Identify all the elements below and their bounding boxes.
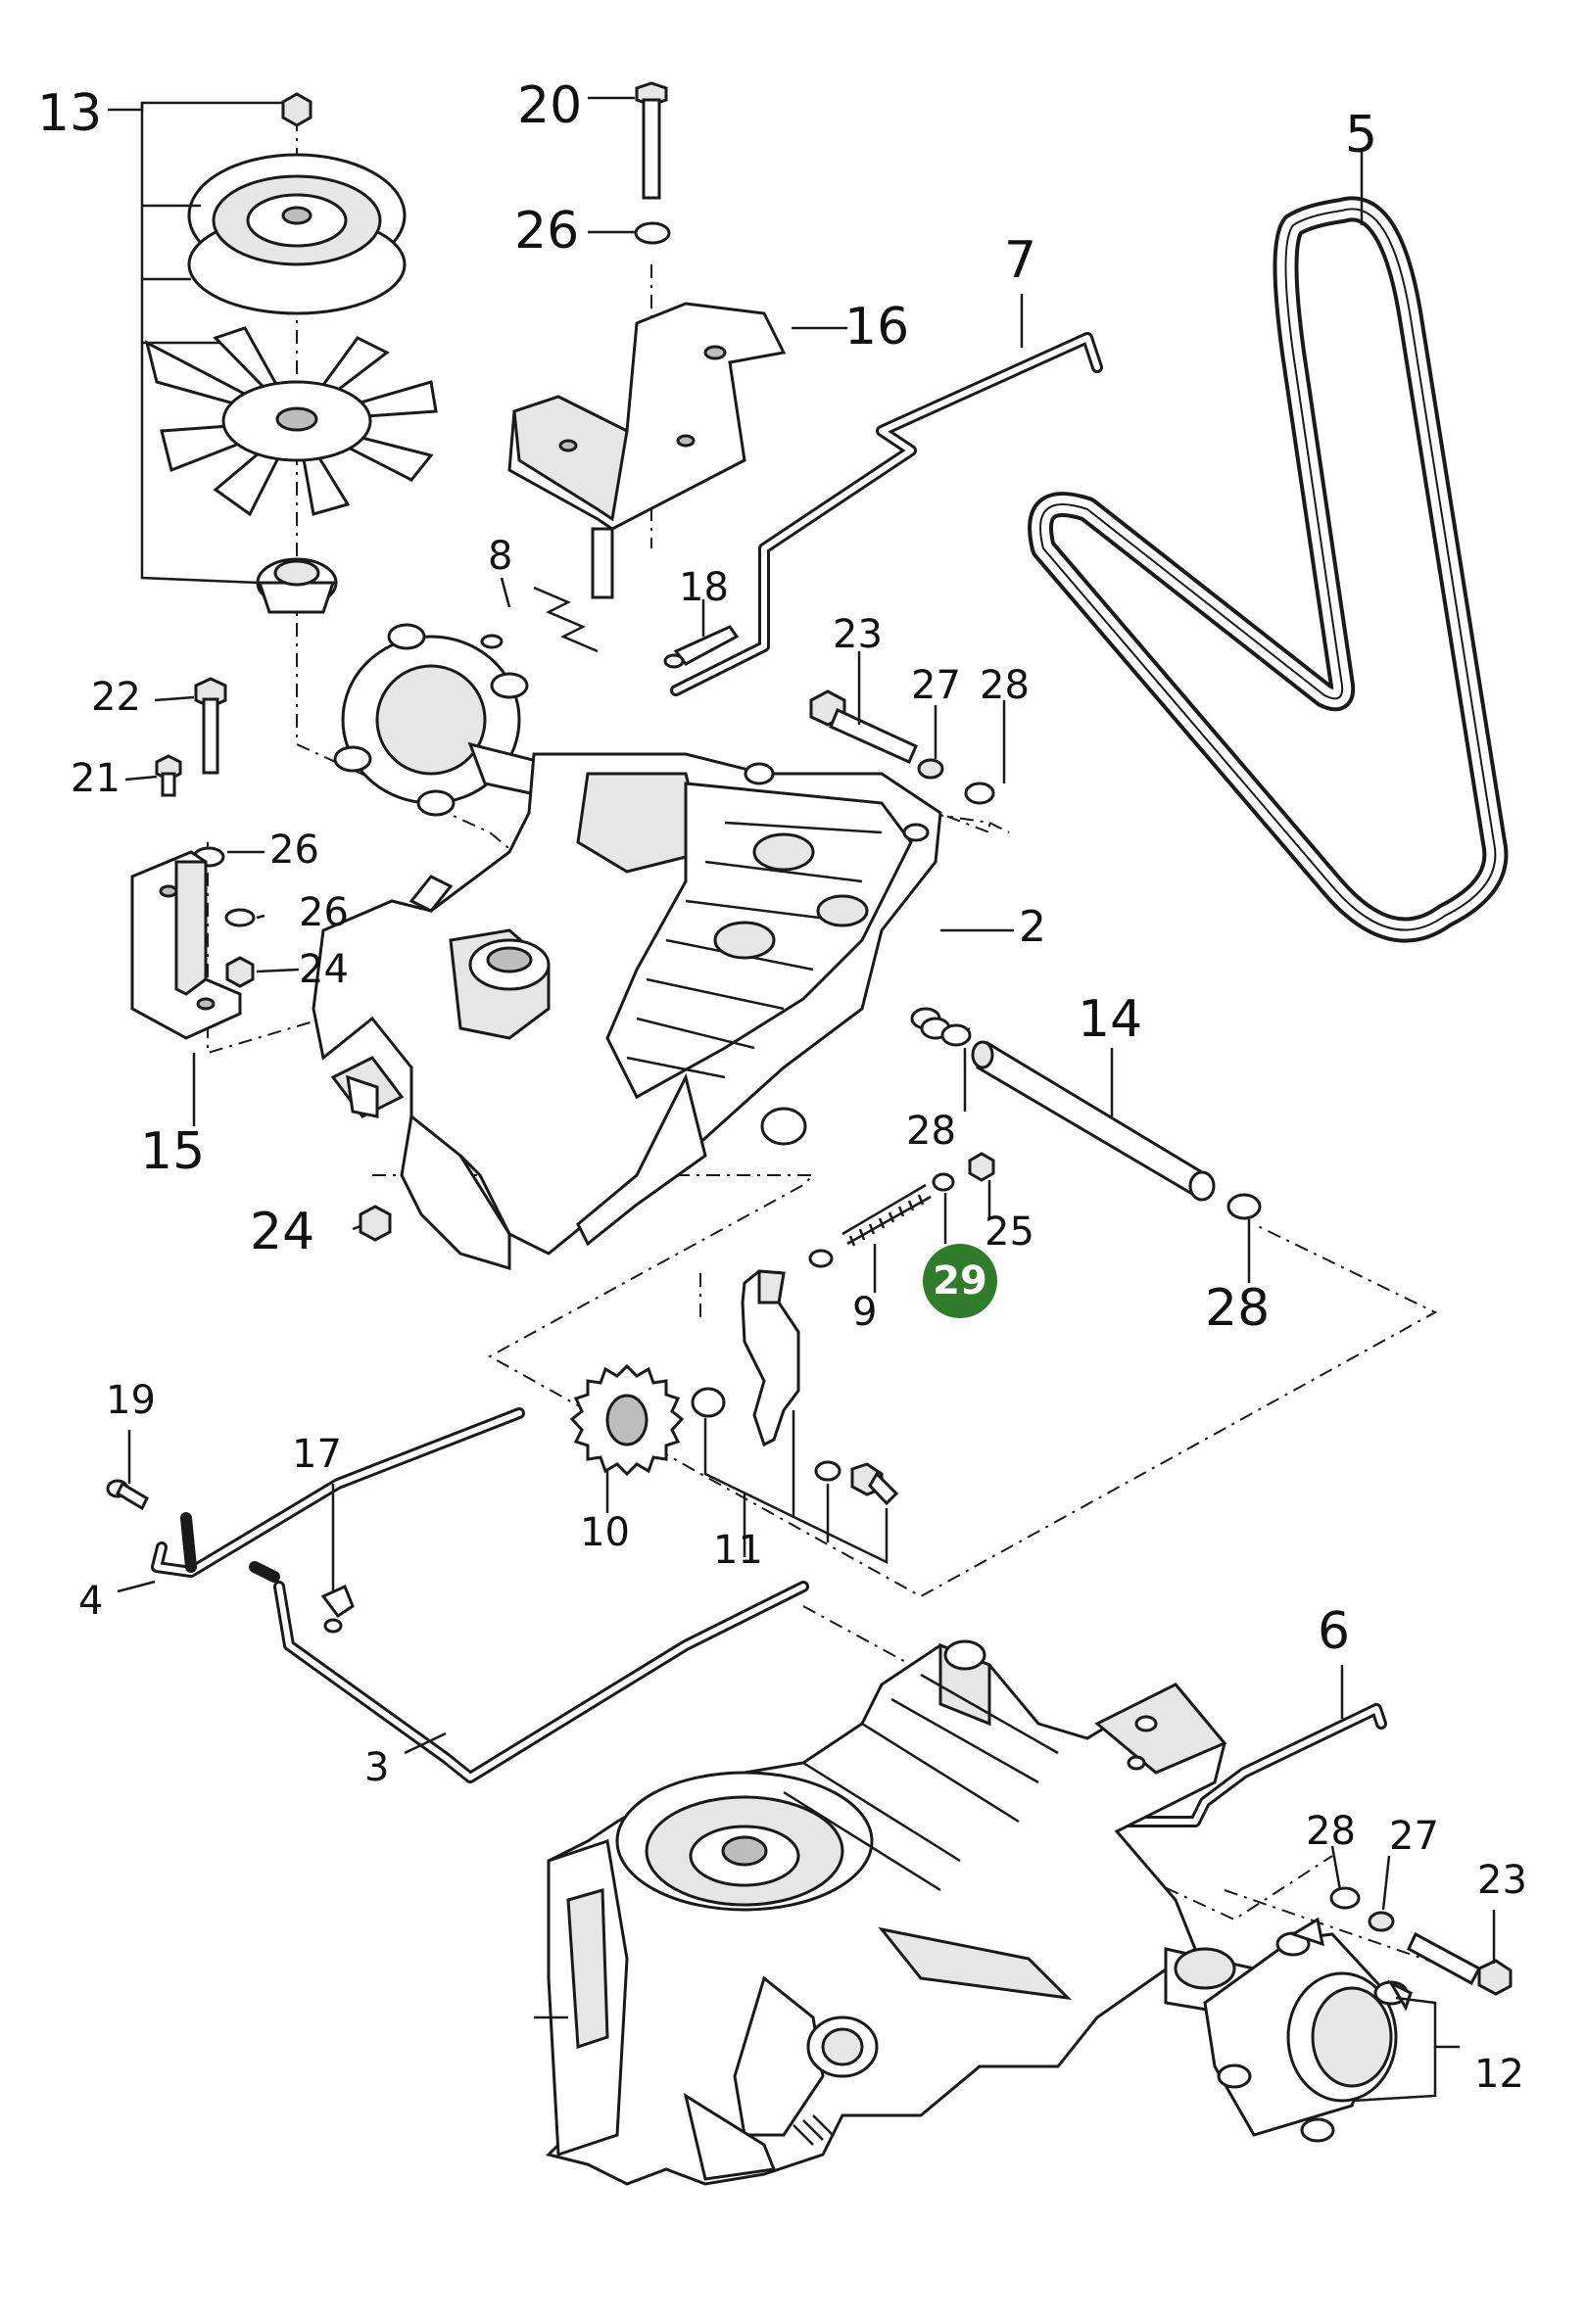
washer-part-28-lower <box>1329 1886 1361 1910</box>
callout-18: 18 <box>679 565 729 610</box>
clip-part-17 <box>320 1584 355 1634</box>
callout-25: 25 <box>985 1209 1034 1255</box>
callout-23-lower: 23 <box>1477 1858 1527 1903</box>
callout-23-top: 23 <box>833 612 883 657</box>
callout-6: 6 <box>1318 1602 1351 1661</box>
nut-part-24-upper <box>225 956 255 988</box>
bolt-part-23-lower <box>1407 1931 1513 1996</box>
wheel-hub-part-12 <box>1203 1917 1413 2143</box>
transaxle-lower <box>546 1639 1256 2186</box>
callout-22: 22 <box>91 675 141 720</box>
callout-26-left-a: 26 <box>269 828 319 873</box>
callout-5: 5 <box>1345 106 1378 165</box>
callout-7: 7 <box>1004 231 1037 290</box>
washer-part-28-shaft-outer <box>1226 1193 1262 1220</box>
washer-part-29 <box>932 1172 955 1192</box>
washer-part-27-upper <box>917 758 944 780</box>
callout-28-top: 28 <box>980 663 1030 708</box>
arm-assembly-part-11 <box>691 1269 899 1506</box>
callout-2: 2 <box>1019 902 1046 952</box>
bolt-part-23-upper <box>809 689 918 764</box>
callout-8: 8 <box>488 534 513 579</box>
control-rod-part-7 <box>670 332 1103 696</box>
callout-24-upper: 24 <box>299 947 349 992</box>
callout-leader-lines <box>108 96 1496 2103</box>
washer-part-27-lower <box>1368 1911 1395 1932</box>
spring-part-8 <box>480 586 599 653</box>
bracket-part-16 <box>507 302 787 599</box>
callout-3: 3 <box>364 1745 390 1790</box>
cooling-fan <box>144 326 438 517</box>
callout-28-shaft-outer: 28 <box>1205 1279 1271 1338</box>
spring-part-9 <box>808 1183 932 1268</box>
callout-10: 10 <box>580 1510 630 1555</box>
callout-20: 20 <box>517 76 583 135</box>
v-belt-part-5 <box>1028 196 1509 943</box>
washer-part-28-upper <box>964 782 995 805</box>
callout-28-lower: 28 <box>1306 1809 1356 1854</box>
bolt-part-21 <box>155 754 182 797</box>
callout-26-left-b: 26 <box>299 890 349 935</box>
washer-part-26-left-b <box>224 908 256 927</box>
control-rod-part-3 <box>180 1512 809 1783</box>
callout-16: 16 <box>844 298 910 356</box>
callout-24-lower: 24 <box>250 1203 315 1261</box>
bolt-part-20 <box>635 81 668 200</box>
callout-26-top: 26 <box>514 202 580 261</box>
callout-17: 17 <box>292 1432 342 1477</box>
callout-13: 13 <box>37 84 103 143</box>
callout-27-top: 27 <box>911 663 961 708</box>
callout-12: 12 <box>1474 2052 1524 2097</box>
sprocket-part-10 <box>569 1363 685 1477</box>
highlighted-part-badge-29[interactable]: 29 <box>923 1244 997 1318</box>
washer-part-26 <box>634 221 671 245</box>
control-rod-part-6 <box>1072 1703 1387 1827</box>
nut-part-25 <box>968 1152 995 1182</box>
bracket-part-15 <box>130 850 242 1040</box>
pin-part-19 <box>106 1479 149 1511</box>
callout-11: 11 <box>713 1528 763 1573</box>
callout-28-shaft-inner: 28 <box>906 1109 956 1154</box>
pulley-fan-assembly-part-13 <box>144 92 438 614</box>
callout-19: 19 <box>106 1378 156 1423</box>
callout-14: 14 <box>1078 990 1143 1049</box>
clip-part-18 <box>663 625 740 669</box>
callout-9: 9 <box>852 1290 878 1335</box>
callout-15: 15 <box>140 1122 206 1181</box>
callout-21: 21 <box>71 756 120 801</box>
callout-4: 4 <box>78 1579 104 1624</box>
callout-27-lower: 27 <box>1389 1814 1439 1859</box>
washer-part-28-shaft-inner <box>940 1023 972 1047</box>
transaxle-part-2 <box>312 623 951 1271</box>
bolt-part-22 <box>194 677 227 775</box>
shaft-part-14 <box>971 1040 1216 1202</box>
nut-part-24-lower <box>359 1205 392 1242</box>
